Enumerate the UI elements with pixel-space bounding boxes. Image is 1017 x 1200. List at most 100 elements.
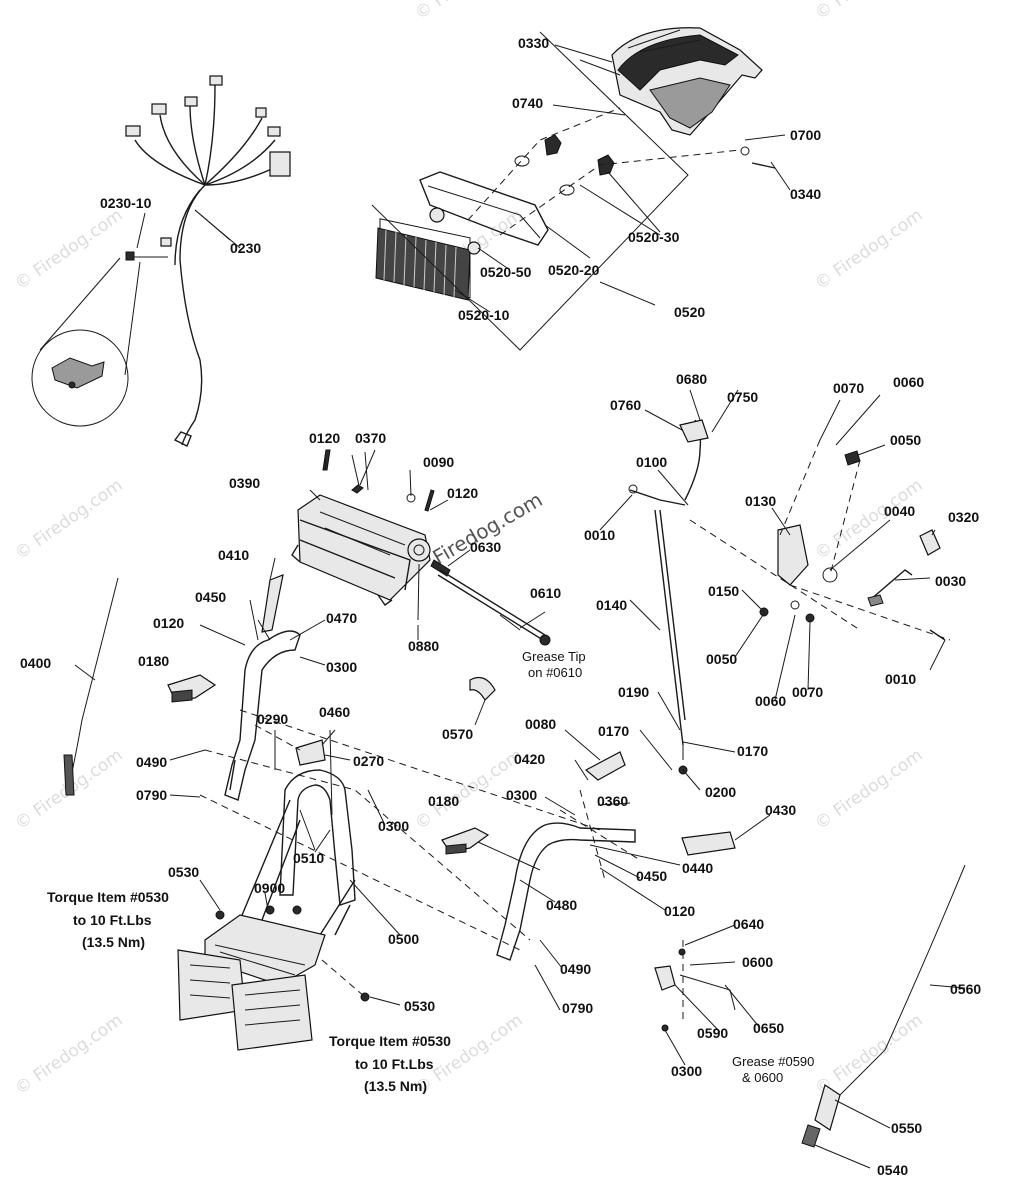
label-0070-bottom: 0070 xyxy=(792,684,823,700)
part-labels: 0330 0740 0700 0340 0520-30 0520-20 0520… xyxy=(20,35,981,1178)
label-0520-20: 0520-20 xyxy=(548,262,600,278)
shift-linkage xyxy=(628,419,951,775)
label-0180-a: 0180 xyxy=(138,653,169,669)
watermark-1: © Firedog.com xyxy=(11,205,126,294)
label-0140: 0140 xyxy=(596,597,627,613)
cable-0400 xyxy=(63,577,119,796)
label-0520: 0520 xyxy=(674,304,705,320)
label-0470: 0470 xyxy=(326,610,357,626)
leader-lines xyxy=(169,44,966,1169)
label-0510: 0510 xyxy=(293,850,324,866)
bracket-0460 xyxy=(295,729,333,816)
label-0190: 0190 xyxy=(618,684,649,700)
label-0520-10: 0520-10 xyxy=(458,307,510,323)
label-0300-d: 0300 xyxy=(671,1063,702,1079)
label-0760: 0760 xyxy=(610,397,641,413)
watermark-10: © Firedog.com xyxy=(411,1010,526,1099)
label-0080: 0080 xyxy=(525,716,556,732)
control-plate-0900 xyxy=(177,905,370,1051)
label-0410: 0410 xyxy=(218,547,249,563)
label-0500: 0500 xyxy=(388,931,419,947)
label-0290: 0290 xyxy=(257,711,288,727)
cable-0560 xyxy=(801,864,966,1148)
label-0040: 0040 xyxy=(884,503,915,519)
grease-0590-note-line2: & 0600 xyxy=(742,1070,783,1085)
label-0120-c: 0120 xyxy=(153,615,184,631)
label-0640: 0640 xyxy=(733,916,764,932)
label-0170-b: 0170 xyxy=(737,743,768,759)
label-0120-b: 0120 xyxy=(447,485,478,501)
right-handle-0480 xyxy=(441,751,736,961)
label-0790-b: 0790 xyxy=(562,1000,593,1016)
label-0490-b: 0490 xyxy=(560,961,591,977)
torque-note-b-line1: Torque Item #0530 xyxy=(329,1033,451,1049)
label-0570: 0570 xyxy=(442,726,473,742)
label-0790-a: 0790 xyxy=(136,787,167,803)
label-0340: 0340 xyxy=(790,186,821,202)
label-0450-a: 0450 xyxy=(195,589,226,605)
label-0070-top: 0070 xyxy=(833,380,864,396)
label-0530-b: 0530 xyxy=(404,998,435,1014)
label-0120-a: 0120 xyxy=(309,430,340,446)
label-0150: 0150 xyxy=(708,583,739,599)
torque-note-a-line2: to 10 Ft.Lbs xyxy=(73,912,152,928)
label-0300-b: 0300 xyxy=(378,818,409,834)
label-0420: 0420 xyxy=(514,751,545,767)
label-0520-50: 0520-50 xyxy=(480,264,532,280)
label-0030: 0030 xyxy=(935,573,966,589)
grease-0590-note-line1: Grease #0590 xyxy=(732,1054,814,1069)
left-handle-0470 xyxy=(224,630,301,801)
clip-0570 xyxy=(469,677,496,701)
label-0120-d: 0120 xyxy=(664,903,695,919)
torque-note-b-line2: to 10 Ft.Lbs xyxy=(355,1056,434,1072)
watermark-4: © Firedog.com xyxy=(11,475,126,564)
label-0090: 0090 xyxy=(423,454,454,470)
label-0200: 0200 xyxy=(705,784,736,800)
wiring-harness-0230 xyxy=(31,75,291,447)
label-0010-left: 0010 xyxy=(584,527,615,543)
grease-tip-note-line2: on #0610 xyxy=(528,665,582,680)
label-0360: 0360 xyxy=(597,793,628,809)
label-0270: 0270 xyxy=(353,753,384,769)
watermark-3: © Firedog.com xyxy=(811,205,926,294)
watermark-11: © Firedog.com xyxy=(811,1010,926,1099)
label-0230: 0230 xyxy=(230,240,261,256)
handle-frame-0500 xyxy=(239,769,356,936)
label-0390: 0390 xyxy=(229,475,260,491)
label-0650: 0650 xyxy=(753,1020,784,1036)
label-0170-a: 0170 xyxy=(598,723,629,739)
label-0460: 0460 xyxy=(319,704,350,720)
watermark-12: © Firedog.com xyxy=(411,0,526,24)
label-0630: 0630 xyxy=(470,539,501,555)
label-0100: 0100 xyxy=(636,454,667,470)
label-0300-a: 0300 xyxy=(326,659,357,675)
label-0700: 0700 xyxy=(790,127,821,143)
label-0050-top: 0050 xyxy=(890,432,921,448)
label-0680: 0680 xyxy=(676,371,707,387)
headlight-cover-0330 xyxy=(611,27,763,136)
watermark-5: © Firedog.com xyxy=(811,475,926,564)
label-0230-10: 0230-10 xyxy=(100,195,152,211)
label-0560: 0560 xyxy=(950,981,981,997)
watermark-13: © Firedog.com xyxy=(811,0,926,24)
label-0880: 0880 xyxy=(408,638,439,654)
label-0330: 0330 xyxy=(518,35,549,51)
label-0550: 0550 xyxy=(891,1120,922,1136)
grease-tip-note-line1: Grease Tip xyxy=(522,649,586,664)
label-0480: 0480 xyxy=(546,897,577,913)
torque-note-a-line3: (13.5 Nm) xyxy=(82,934,145,950)
label-0430: 0430 xyxy=(765,802,796,818)
grille-0520-10 xyxy=(375,227,471,301)
label-0300-c: 0300 xyxy=(506,787,537,803)
torque-note-b-line3: (13.5 Nm) xyxy=(364,1078,427,1094)
assembly-lines xyxy=(74,664,641,998)
label-0400: 0400 xyxy=(20,655,51,671)
label-0440: 0440 xyxy=(682,860,713,876)
label-0060-bottom: 0060 xyxy=(755,693,786,709)
label-0750: 0750 xyxy=(727,389,758,405)
label-0530-a: 0530 xyxy=(168,864,199,880)
watermark-9: © Firedog.com xyxy=(11,1010,126,1099)
label-0490-a: 0490 xyxy=(136,754,167,770)
